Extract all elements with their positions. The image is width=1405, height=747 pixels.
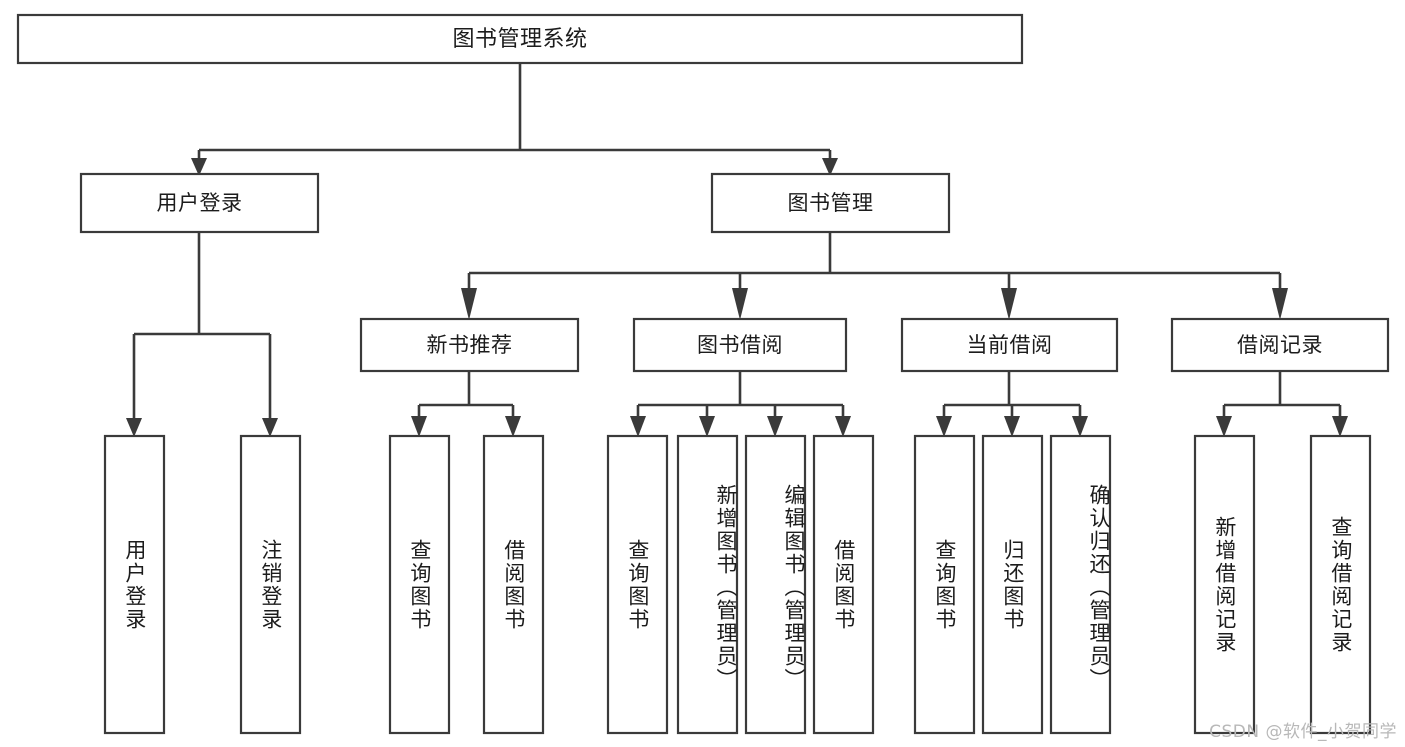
arrow-head-icon: [1332, 416, 1348, 437]
page-title: 图书管理系统: [452, 27, 587, 52]
leaf-box-edit-book[interactable]: [744, 434, 807, 735]
node-label: 当前借阅: [967, 333, 1053, 357]
node-label: 图书借阅: [697, 333, 783, 357]
leaf-box-query-record[interactable]: [1309, 434, 1372, 735]
node-box: [1170, 317, 1390, 373]
arrow-head-icon: [191, 158, 207, 176]
node-label: 借阅记录: [1237, 333, 1323, 357]
arrow-head-icon: [1216, 416, 1232, 437]
leaf-box-user-login[interactable]: [103, 434, 166, 735]
node-user-login[interactable]: 用户登录: [79, 172, 320, 234]
connector-group-root: [191, 63, 838, 176]
csdn-watermark: CSDN @软件_小贺同学: [1209, 722, 1397, 742]
arrow-head-icon: [699, 416, 715, 437]
arrow-head-icon: [936, 416, 952, 437]
connector-group-new-book-recommend: [411, 371, 521, 437]
node-new-book-recommend[interactable]: 新书推荐: [359, 317, 580, 373]
leaf-box-return-book[interactable]: [981, 434, 1044, 735]
connector-group-book-management: [461, 232, 1288, 320]
node-box: [359, 317, 580, 373]
leaf-box-confirm-return[interactable]: [1049, 434, 1112, 735]
arrow-head-icon: [835, 416, 851, 437]
node-box: [16, 13, 1024, 65]
node-current-borrow[interactable]: 当前借阅: [900, 317, 1119, 373]
leaf-box-query-book-c[interactable]: [913, 434, 976, 735]
connector-group-book-borrow: [630, 371, 851, 437]
node-label: 新书推荐: [427, 333, 513, 357]
arrow-head-icon: [126, 418, 142, 437]
leaf-box-borrow-book-a[interactable]: [482, 434, 545, 735]
connector-group-current-borrow: [936, 371, 1088, 437]
arrow-head-icon: [1072, 416, 1088, 437]
arrow-head-icon: [505, 416, 521, 437]
arrow-head-icon: [1004, 416, 1020, 437]
connector-group-borrow-record: [1216, 371, 1348, 437]
leaf-box-query-book-a[interactable]: [388, 434, 451, 735]
arrow-head-icon: [630, 416, 646, 437]
leaf-box-add-book[interactable]: [676, 434, 739, 735]
arrow-head-icon: [767, 416, 783, 437]
node-label: 用户登录: [157, 191, 243, 215]
leaf-box-borrow-book-b[interactable]: [812, 434, 875, 735]
leaf-box-logout[interactable]: [239, 434, 302, 735]
arrow-head-icon: [411, 416, 427, 437]
node-box: [632, 317, 848, 373]
arrow-head-icon: [822, 158, 838, 176]
leaf-box-query-book-b[interactable]: [606, 434, 669, 735]
leaf-box-add-record[interactable]: [1193, 434, 1256, 735]
arrow-head-icon: [262, 418, 278, 437]
node-borrow-record[interactable]: 借阅记录: [1170, 317, 1390, 373]
node-book-borrow[interactable]: 图书借阅: [632, 317, 848, 373]
connector-group-user-login: [126, 232, 278, 437]
arrow-head-icon: [461, 288, 477, 320]
node-book-management[interactable]: 图书管理: [710, 172, 951, 234]
arrow-head-icon: [732, 288, 748, 320]
arrow-head-icon: [1272, 288, 1288, 320]
arrow-head-icon: [1001, 288, 1017, 320]
node-root-title[interactable]: 图书管理系统: [16, 13, 1024, 65]
node-box: [900, 317, 1119, 373]
node-box: [710, 172, 951, 234]
node-label: 图书管理: [788, 191, 874, 215]
